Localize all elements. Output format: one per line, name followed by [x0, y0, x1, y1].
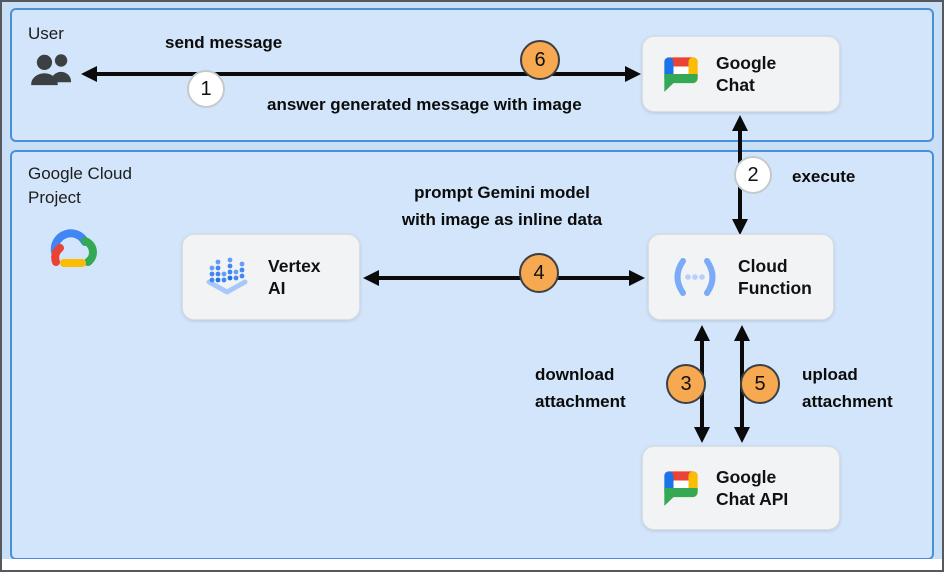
label-prompt-line2: with image as inline data [401, 210, 603, 229]
node-cloud-function: Cloud Function [648, 234, 834, 320]
label-answer-text: answer generated message [267, 95, 490, 114]
label-send-message: send message [165, 33, 283, 52]
node-label-line1: Cloud [738, 256, 788, 276]
step-badge-6: 6 [520, 40, 560, 80]
node-label-line2: AI [268, 278, 286, 298]
badge-number: 1 [200, 77, 212, 100]
cloud-functions-icon [667, 254, 723, 300]
step-badge-3: 3 [666, 364, 706, 404]
step-badge-4: 4 [519, 253, 559, 293]
label-upload-line2: attachment [802, 392, 893, 411]
label-answer-emphasis: with image [493, 95, 582, 114]
label-download-line1: download [535, 365, 615, 384]
arrow-vertex-function [363, 270, 645, 286]
bottom-margin [2, 559, 942, 570]
node-label-cloud-function: Cloud Function [738, 255, 812, 299]
node-label-line2: Chat API [716, 489, 789, 509]
badge-number: 5 [754, 372, 766, 395]
google-chat-icon [661, 468, 701, 508]
zone-label-line2: Project [28, 188, 81, 207]
zone-label-line1: Google Cloud [28, 164, 132, 183]
zone-label-user: User [28, 24, 64, 43]
node-vertex-ai: Vertex AI [182, 234, 360, 320]
step-badge-2: 2 [734, 156, 772, 194]
node-google-chat: Google Chat [642, 36, 840, 112]
node-label-vertex-ai: Vertex AI [268, 255, 321, 299]
label-upload-attachment: upload attachment [802, 361, 893, 415]
label-download-attachment: download attachment [535, 361, 626, 415]
people-icon [28, 50, 78, 88]
node-label-line1: Google [716, 467, 777, 487]
label-upload-line1: upload [802, 365, 858, 384]
badge-number: 4 [533, 261, 545, 284]
badge-number: 3 [680, 372, 692, 395]
label-download-line2: attachment [535, 392, 626, 411]
vertex-ai-icon [201, 251, 253, 303]
google-cloud-icon [40, 222, 104, 274]
label-answer-generated-message: answer generated message with image [267, 91, 582, 118]
zone-label-google-cloud-project: Google Cloud Project [28, 162, 132, 210]
step-badge-5: 5 [740, 364, 780, 404]
node-google-chat-api: Google Chat API [642, 446, 840, 530]
badge-number: 2 [747, 163, 759, 186]
google-chat-icon [661, 54, 701, 94]
badge-number: 6 [534, 48, 546, 71]
node-label-google-chat: Google Chat [716, 52, 776, 96]
label-prompt-line1: prompt Gemini model [414, 183, 590, 202]
node-label-line2: Function [738, 278, 812, 298]
node-label-line1: Google [716, 53, 777, 73]
step-badge-1: 1 [187, 70, 225, 108]
node-label-line1: Vertex [268, 256, 321, 276]
label-execute: execute [792, 167, 856, 186]
node-label-line2: Chat [716, 75, 755, 95]
node-label-google-chat-api: Google Chat API [716, 466, 788, 510]
label-prompt-gemini: prompt Gemini model with image as inline… [387, 179, 617, 233]
